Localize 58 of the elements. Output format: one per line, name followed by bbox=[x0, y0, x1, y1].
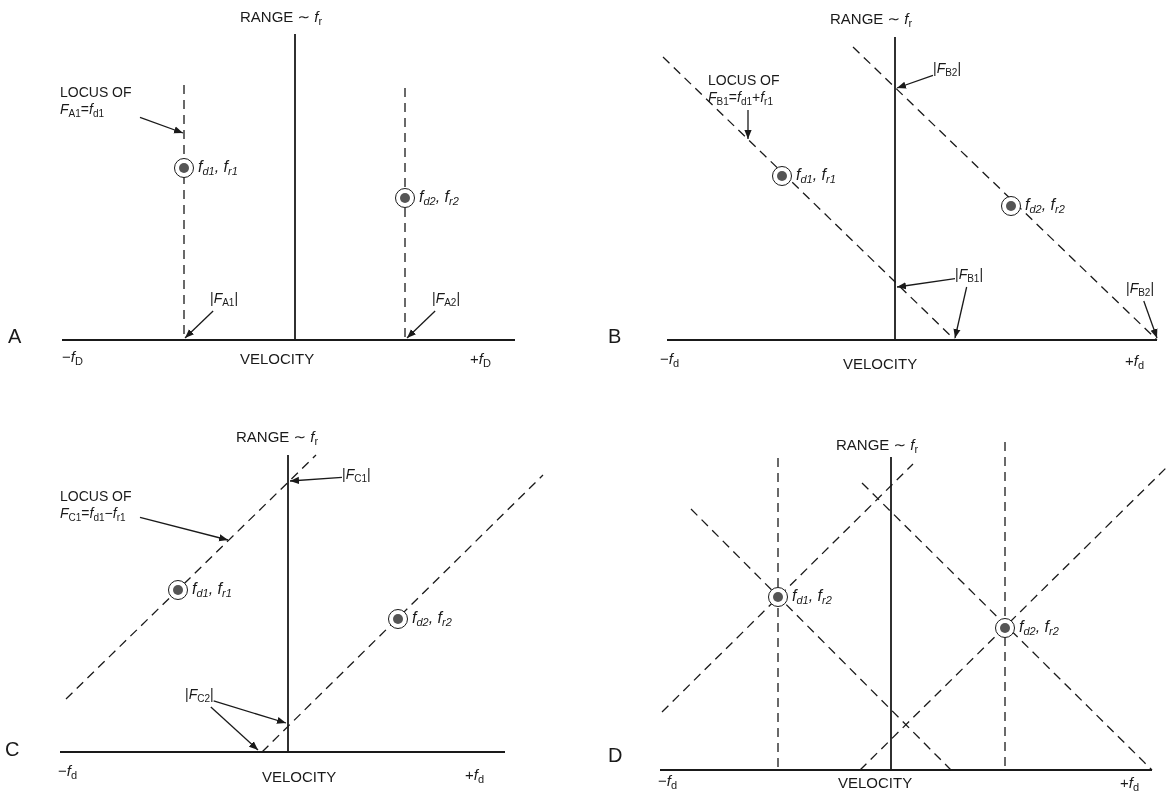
axis-label: +f$_{d}$ bbox=[465, 766, 485, 785]
panel-letter: B bbox=[608, 325, 622, 348]
point-label: f$_{d1}$, f$_{r2}$ bbox=[792, 587, 832, 606]
point-label: f$_{d2}$, f$_{r2}$ bbox=[1025, 196, 1065, 215]
target-marker bbox=[395, 188, 415, 208]
leader-arrow bbox=[213, 700, 287, 724]
leader-arrow bbox=[896, 74, 934, 89]
panel-letter: A bbox=[8, 325, 22, 348]
target-marker bbox=[1001, 196, 1021, 216]
axis-label: −f$_{D}$ bbox=[62, 348, 83, 367]
axis-label: VELOCITY bbox=[240, 350, 315, 367]
leader-arrow bbox=[289, 476, 343, 484]
locus-note: LOCUS OF F$_{B1}$=f$_{d1}$+f$_{r1}$ bbox=[708, 72, 788, 110]
leader-arrow bbox=[406, 310, 436, 339]
axis-label: VELOCITY bbox=[262, 768, 337, 785]
axis-label: +f$_{d}$ bbox=[1125, 352, 1145, 371]
leader-arrow bbox=[896, 277, 956, 290]
leader-arrow bbox=[184, 310, 214, 339]
axis-label: VELOCITY bbox=[843, 355, 918, 372]
leader-arrow bbox=[210, 706, 259, 751]
point-label: f$_{d1}$, f$_{r1}$ bbox=[198, 158, 238, 177]
point-label: f$_{d2}$, f$_{r2}$ bbox=[412, 609, 452, 628]
axis-label: VELOCITY bbox=[838, 774, 913, 791]
panel-letter: C bbox=[5, 738, 20, 761]
point-label: f$_{d1}$, f$_{r1}$ bbox=[796, 166, 836, 185]
frequency-label: |F$_{C1}$| bbox=[342, 466, 371, 487]
target-marker bbox=[168, 580, 188, 600]
axis-label: RANGE ∼ f$_{r}$ bbox=[240, 8, 323, 27]
frequency-label: |F$_{A2}$| bbox=[432, 290, 461, 311]
locus-note: LOCUS OF F$_{A1}$=f$_{d1}$ bbox=[60, 84, 140, 122]
frequency-label: |F$_{A1}$| bbox=[210, 290, 239, 311]
leader-arrow bbox=[1143, 300, 1158, 339]
axis-label: −f$_{d}$ bbox=[660, 350, 680, 369]
point-label: f$_{d1}$, f$_{r1}$ bbox=[192, 580, 232, 599]
axis-label: RANGE ∼ f$_{r}$ bbox=[836, 436, 919, 455]
axis-label: −f$_{d}$ bbox=[58, 762, 78, 781]
panel-letter: D bbox=[608, 744, 623, 767]
frequency-label: |F$_{C2}$| bbox=[185, 686, 214, 707]
frequency-label: |F$_{B1}$| bbox=[955, 266, 984, 287]
locus-note: LOCUS OF F$_{C1}$=f$_{d1}$−f$_{r1}$ bbox=[60, 488, 140, 526]
target-marker bbox=[388, 609, 408, 629]
point-label: f$_{d2}$, f$_{r2}$ bbox=[1019, 618, 1059, 637]
axis-label: RANGE ∼ f$_{r}$ bbox=[830, 10, 913, 29]
leader-arrow bbox=[953, 286, 968, 339]
leader-arrow bbox=[139, 116, 184, 134]
axis-label: +f$_{D}$ bbox=[470, 350, 491, 369]
target-marker bbox=[768, 587, 788, 607]
frequency-label: |F$_{B2}$| bbox=[933, 60, 962, 81]
leader-arrow bbox=[744, 109, 752, 140]
axis-label: RANGE ∼ f$_{r}$ bbox=[236, 428, 319, 447]
target-marker bbox=[174, 158, 194, 178]
point-label: f$_{d2}$, f$_{r2}$ bbox=[419, 188, 459, 207]
target-marker bbox=[995, 618, 1015, 638]
axis-label: −f$_{d}$ bbox=[658, 772, 678, 791]
axis-label: +f$_{d}$ bbox=[1120, 774, 1140, 793]
frequency-label: |F$_{B2}$| bbox=[1126, 280, 1155, 301]
leader-arrow bbox=[139, 516, 229, 542]
target-marker bbox=[772, 166, 792, 186]
